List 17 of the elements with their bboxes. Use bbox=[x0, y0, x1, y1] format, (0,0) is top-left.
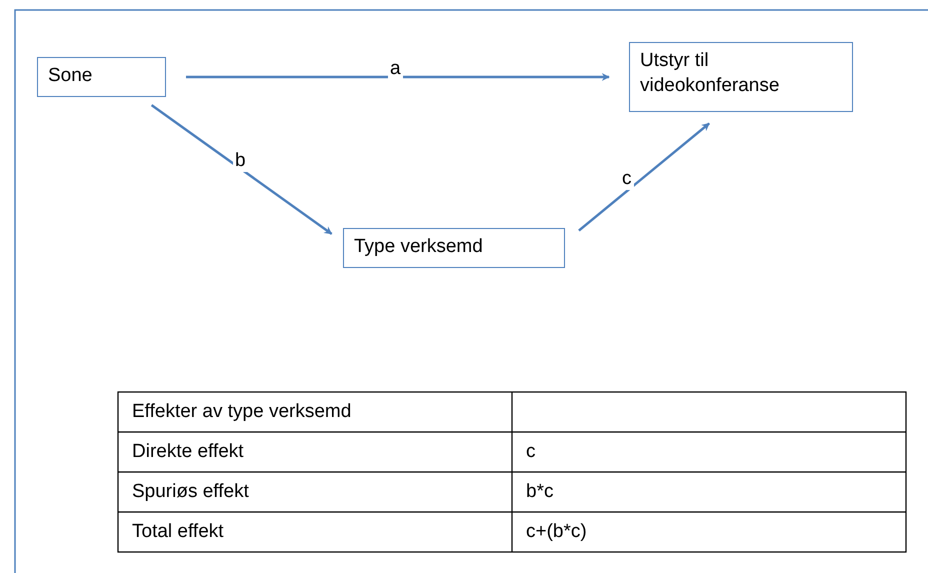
box-label: Sone bbox=[48, 64, 94, 88]
arrow bbox=[578, 122, 710, 232]
box-label: Utstyr til videokonferanse bbox=[640, 49, 780, 98]
table-cell-text: b*c bbox=[525, 480, 554, 504]
table-cell-text: Spuriøs effekt bbox=[131, 480, 249, 504]
arrow bbox=[150, 104, 332, 235]
box-label: Type verksemd bbox=[354, 235, 484, 259]
table-cell-text: c+(b*c) bbox=[525, 520, 587, 544]
table-cell-text: Effekter av type verksemd bbox=[131, 400, 352, 424]
table-cell-text: Total effekt bbox=[131, 520, 224, 544]
arrow bbox=[186, 73, 610, 81]
edge-label: b bbox=[233, 150, 248, 172]
process-box bbox=[37, 57, 166, 97]
process-box bbox=[343, 228, 565, 268]
table-cell-text: Direkte effekt bbox=[131, 440, 244, 464]
process-box bbox=[629, 42, 853, 112]
table-cell-text: c bbox=[525, 440, 536, 464]
